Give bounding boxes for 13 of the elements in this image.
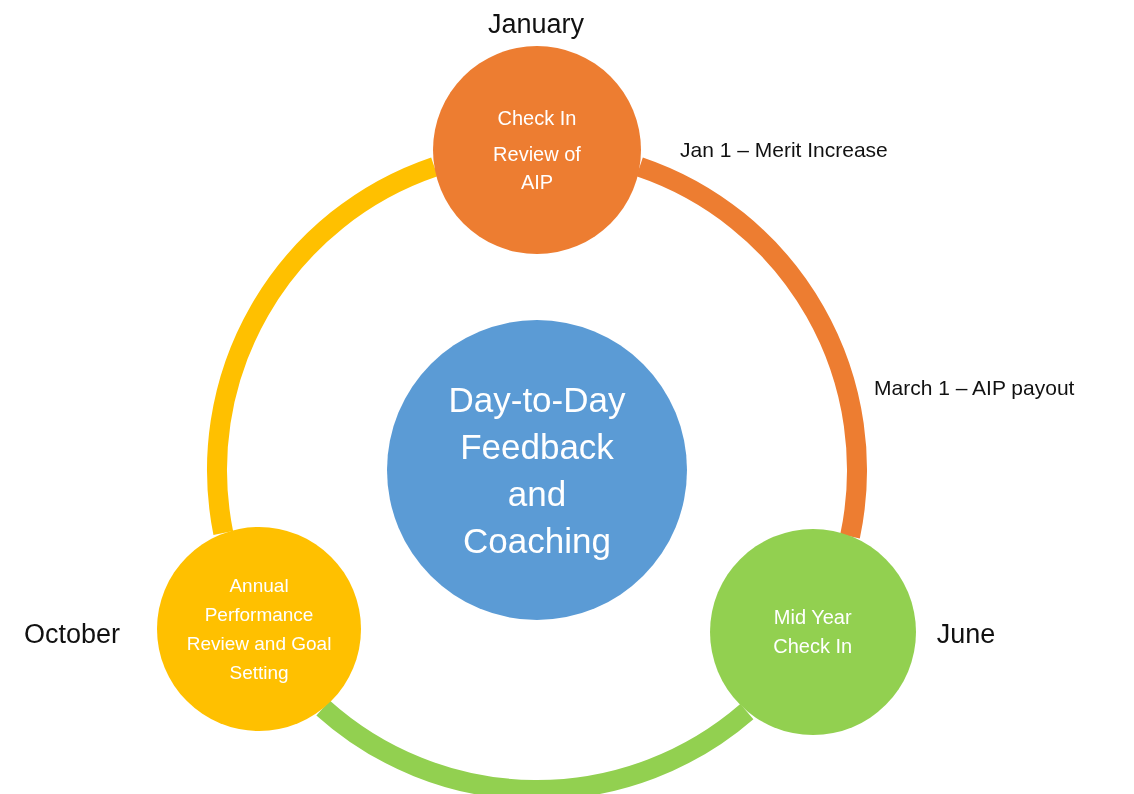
stage-text: Check In <box>496 106 578 131</box>
month-label: June <box>935 618 997 651</box>
month-label: January <box>486 8 586 41</box>
milestone-note: March 1 – AIP payout <box>874 375 1076 401</box>
ring-arc-connector <box>207 157 439 535</box>
ring-arc-connector <box>316 700 753 794</box>
milestone-note: Jan 1 – Merit Increase <box>680 137 889 163</box>
stage-text: Review of AIP <box>492 142 582 195</box>
month-label: October <box>22 618 121 651</box>
stage-text: Annual Performance Review and Goal Setting <box>185 573 333 685</box>
stage-text: Mid Year Check In <box>772 605 854 660</box>
stage-text: Day-to-Day Feedback and Coaching <box>447 379 627 562</box>
ring-arc-connector <box>635 157 867 538</box>
